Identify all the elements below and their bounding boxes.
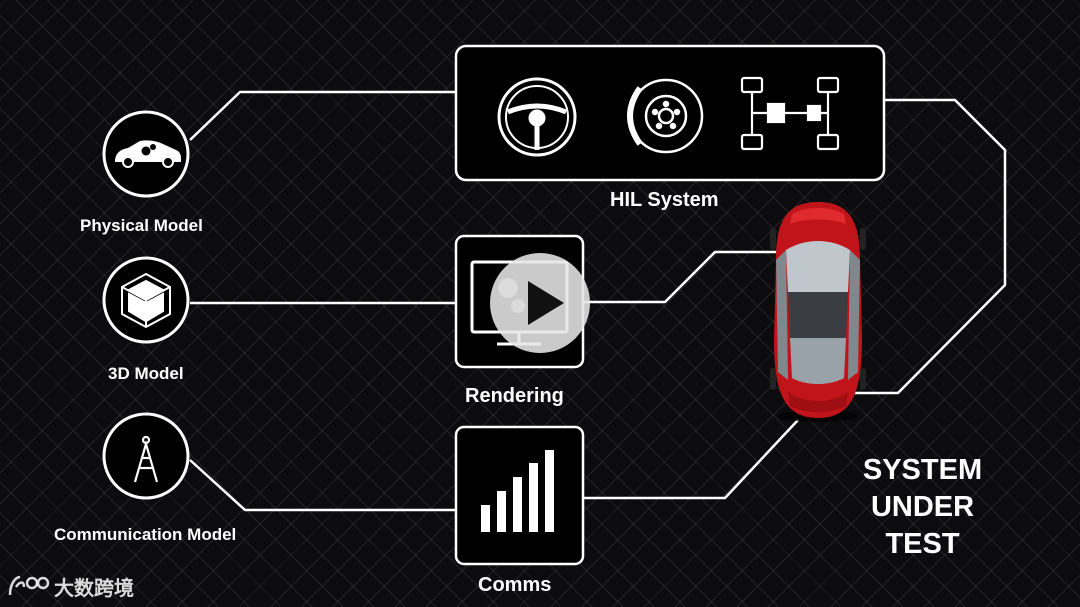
line-comm-to-comms: [189, 459, 456, 512]
hil-system-label: HIL System: [610, 189, 719, 211]
watermark-logo-icon: [8, 575, 50, 596]
communication-model-label: Communication Model: [54, 525, 237, 544]
communication-model-node: [102, 412, 190, 500]
3d-model-label: 3D Model: [108, 364, 184, 383]
hil-system-box: [454, 44, 886, 182]
car-gears-icon: [115, 140, 181, 168]
sut-line-2: UNDER: [870, 491, 975, 523]
sut-car-image: [770, 202, 866, 422]
line-physical-to-hil: [189, 90, 455, 141]
line-comms-to-sut: [584, 419, 799, 500]
connector-lines: [189, 90, 1007, 512]
cube-icon: [121, 272, 171, 329]
rendering-label: Rendering: [465, 385, 564, 407]
line-rendering-to-sut: [584, 250, 790, 304]
physical-model-label: Physical Model: [80, 216, 203, 235]
watermark: 大数跨境: [6, 571, 134, 601]
drivetrain-icon: [740, 76, 840, 151]
play-icon: [528, 281, 564, 325]
comms-box: [454, 425, 585, 566]
sut-line-3: TEST: [885, 528, 960, 560]
line-hil-to-sut: [818, 98, 1007, 395]
signal-bars-icon: [481, 450, 554, 532]
system-under-test-label: SYSTEM UNDER TEST: [845, 452, 1000, 563]
watermark-text: 大数跨境: [54, 575, 134, 600]
physical-model-node: [102, 110, 190, 198]
steering-wheel-icon: [497, 77, 577, 157]
comms-label: Comms: [478, 574, 552, 596]
3d-model-node: [102, 256, 190, 344]
antenna-tower-icon: [133, 435, 159, 483]
sut-line-1: SYSTEM: [862, 454, 983, 486]
play-button[interactable]: [490, 253, 590, 353]
brake-disc-icon: [627, 78, 704, 154]
